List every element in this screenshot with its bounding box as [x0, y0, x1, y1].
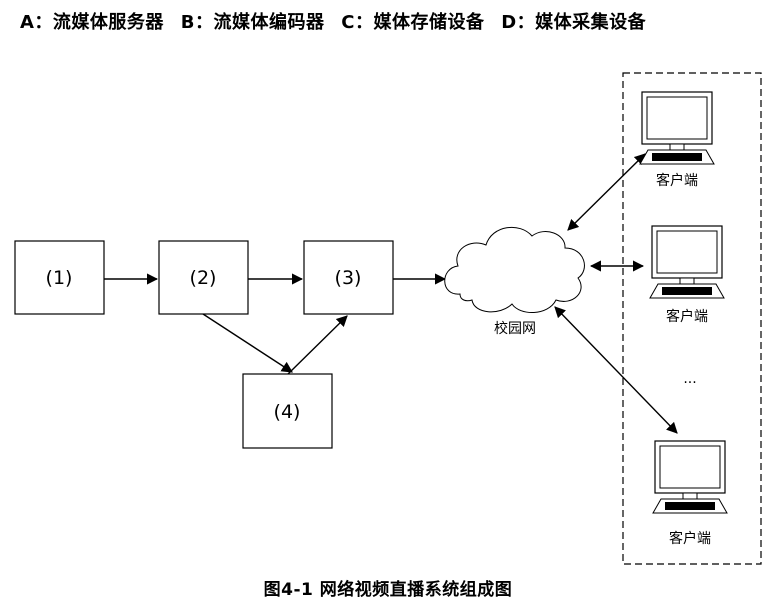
- box-3-label: (3): [335, 267, 362, 289]
- client-computer-2: 客户端: [649, 225, 725, 325]
- figure-caption: 图4-1 网络视频直播系统组成图: [263, 580, 513, 600]
- arrow-2-to-4: [202, 313, 293, 373]
- box-2-label: (2): [190, 267, 217, 289]
- computer-icon: [652, 440, 728, 514]
- more-clients-ellipsis: ...: [683, 371, 696, 387]
- client-2-label: 客户端: [666, 308, 708, 325]
- options-legend: A：流媒体服务器 B：流媒体编码器 C：媒体存储设备 D：媒体采集设备: [20, 8, 656, 34]
- box-1-label: (1): [46, 267, 73, 289]
- client-computer-3: 客户端: [652, 440, 728, 547]
- computer-icon: [639, 91, 715, 165]
- client-3-label: 客户端: [669, 530, 711, 547]
- option-b: B：流媒体编码器: [180, 12, 325, 33]
- box-3: (3): [303, 240, 394, 315]
- box-1: (1): [14, 240, 105, 315]
- computer-icon: [649, 225, 725, 299]
- client-1-label: 客户端: [656, 172, 698, 189]
- box-4-label: (4): [274, 401, 301, 423]
- link-client-1: [567, 153, 646, 231]
- box-2: (2): [158, 240, 249, 315]
- option-d: D：媒体采集设备: [501, 12, 647, 33]
- option-c: C：媒体存储设备: [341, 12, 485, 33]
- client-computer-1: 客户端: [639, 91, 715, 189]
- link-client-3: [554, 306, 678, 434]
- option-a: A：流媒体服务器: [20, 12, 164, 33]
- cloud-network: 校园网: [444, 226, 585, 337]
- arrow-4-to-3: [287, 315, 348, 375]
- box-4: (4): [242, 373, 333, 449]
- network-label: 校园网: [494, 320, 536, 337]
